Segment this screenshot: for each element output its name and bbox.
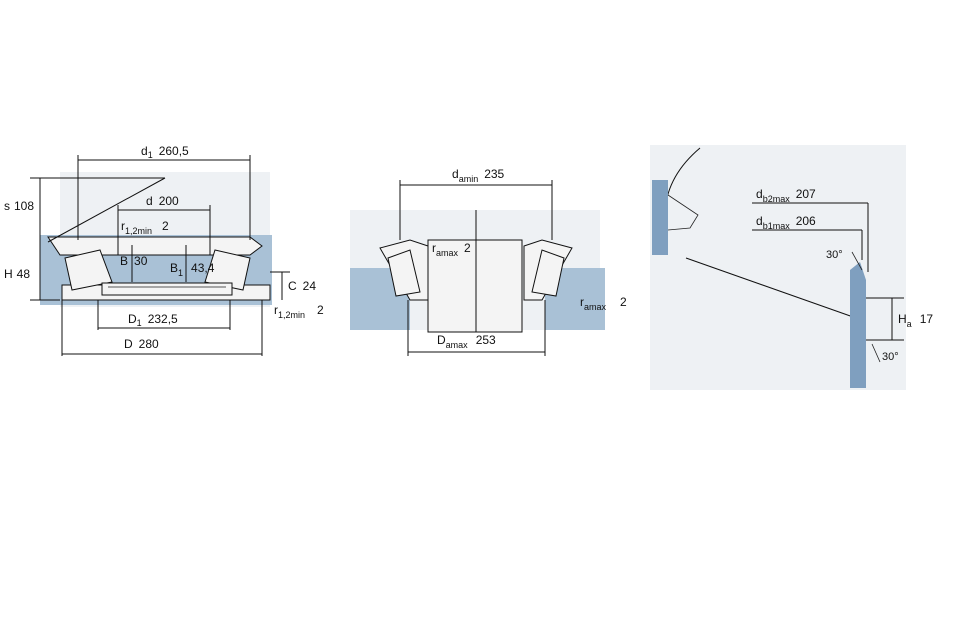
left-shaft-washer [47, 236, 263, 256]
middle-roller-left [387, 249, 421, 297]
right-sketch-detail [667, 194, 699, 231]
left-roller-right [204, 249, 251, 291]
left-roller-left [64, 249, 113, 291]
right-leader-line [685, 257, 857, 319]
left-cage [101, 282, 233, 296]
middle-roller-right [531, 249, 565, 297]
s-diagonal [47, 177, 166, 243]
right-sketch-housing [652, 180, 668, 255]
angle-bottom-line [871, 343, 881, 363]
right-housing-profile [850, 262, 866, 388]
angle-top-label: 30° [826, 249, 843, 261]
angle-bottom-label: 30° [882, 351, 899, 363]
angle-top-line [851, 251, 863, 271]
middle-shaft [427, 239, 523, 333]
